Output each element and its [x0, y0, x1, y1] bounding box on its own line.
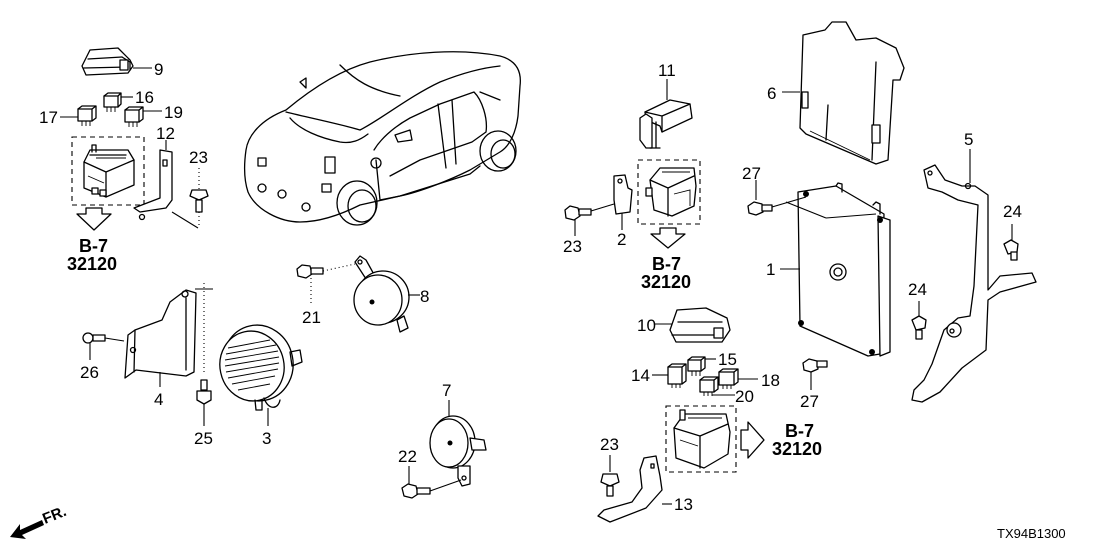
part-3-horn[interactable]	[213, 319, 303, 411]
part-25-bolt[interactable]	[196, 379, 212, 405]
reference-section-3[interactable]: B-7	[785, 421, 814, 441]
callout-23-bottom: 23	[600, 435, 619, 454]
part-10-control-unit[interactable]	[669, 307, 731, 343]
callout-27-lower: 27	[800, 392, 819, 411]
callout-13: 13	[674, 495, 693, 514]
relay-box-group-outline	[637, 159, 701, 225]
callout-10: 10	[637, 316, 656, 335]
relay-box-group-outline	[665, 405, 737, 473]
reference-group-3[interactable]: 32120	[772, 439, 822, 459]
part-17-relay[interactable]	[77, 105, 97, 126]
callout-6: 6	[767, 84, 776, 103]
callout-7: 7	[442, 381, 451, 400]
callout-12: 12	[156, 124, 175, 143]
relay-box[interactable]	[83, 144, 135, 198]
part-21-bolt[interactable]	[296, 264, 324, 279]
part-14-relay[interactable]	[667, 363, 687, 388]
part-13-bracket[interactable]	[597, 455, 663, 523]
part-23-bolt-bottom[interactable]	[600, 473, 620, 497]
vehicle-location-marker	[321, 183, 332, 193]
part-5-bracket[interactable]	[911, 164, 1037, 403]
callout-22: 22	[398, 447, 417, 466]
part-18-relay[interactable]	[718, 368, 739, 389]
reference-group-2[interactable]: 32120	[641, 272, 691, 292]
front-label: FR.	[40, 503, 69, 528]
callout-25: 25	[194, 429, 213, 448]
reference-section-2[interactable]: B-7	[652, 254, 681, 274]
part-23-bolt-middle[interactable]	[564, 205, 592, 221]
part-20-relay[interactable]	[699, 376, 719, 396]
callout-14: 14	[631, 366, 650, 385]
vehicle-outline	[244, 51, 521, 226]
part-23-bolt-left[interactable]	[189, 189, 209, 213]
callout-18: 18	[761, 371, 780, 390]
callout-2: 2	[617, 230, 626, 249]
reference-arrow-down-2	[650, 227, 686, 249]
callout-23-middle: 23	[563, 237, 582, 256]
callout-3: 3	[262, 429, 271, 448]
callout-11: 11	[658, 61, 676, 80]
part-12-bracket[interactable]	[133, 149, 173, 221]
vehicle-location-marker	[257, 157, 267, 167]
diagram-code: TX94B1300	[997, 526, 1066, 541]
reference-section-1[interactable]: B-7	[79, 236, 108, 256]
callout-24-right: 24	[1003, 202, 1022, 221]
part-2-bracket[interactable]	[613, 174, 633, 215]
reference-arrow-right-3	[740, 421, 765, 459]
part-15-relay[interactable]	[687, 356, 706, 376]
part-7-horn[interactable]	[429, 415, 487, 487]
callout-20: 20	[735, 387, 754, 406]
callout-1: 1	[766, 260, 775, 279]
reference-arrow-down-1	[76, 207, 112, 231]
callout-19: 19	[164, 103, 183, 122]
reference-group-1[interactable]: 32120	[67, 254, 117, 274]
callout-5: 5	[964, 130, 973, 149]
relay-box[interactable]	[645, 167, 697, 217]
part-8-horn[interactable]	[353, 255, 410, 333]
callout-24-left: 24	[908, 280, 927, 299]
callout-16: 16	[135, 88, 154, 107]
callout-8: 8	[420, 287, 429, 306]
vehicle-location-marker	[324, 156, 336, 174]
callout-21: 21	[302, 308, 321, 327]
relay-box-group-outline	[71, 136, 145, 206]
callout-9: 9	[154, 60, 163, 79]
part-16-relay[interactable]	[103, 92, 122, 112]
callout-23-left: 23	[189, 148, 208, 167]
part-6-ecu-cover[interactable]	[799, 21, 905, 165]
part-24-bolt-left[interactable]	[911, 315, 927, 340]
callout-4: 4	[154, 390, 163, 409]
part-24-bolt-right[interactable]	[1003, 239, 1019, 261]
part-27-bolt-lower[interactable]	[802, 358, 828, 373]
callout-27-upper: 27	[742, 164, 761, 183]
front-direction-indicator: FR.	[10, 503, 69, 539]
part-27-bolt-upper[interactable]	[747, 201, 773, 216]
part-26-bolt[interactable]	[82, 332, 106, 344]
part-1-ecu[interactable]	[797, 182, 891, 357]
part-22-bolt[interactable]	[401, 483, 431, 499]
part-9-control-unit[interactable]	[81, 47, 134, 76]
part-19-relay[interactable]	[124, 106, 144, 127]
part-4-bracket[interactable]	[124, 289, 197, 379]
callout-15: 15	[718, 350, 737, 369]
relay-box[interactable]	[673, 409, 731, 469]
callout-17: 17	[39, 108, 58, 127]
callout-26: 26	[80, 363, 99, 382]
part-11-cover[interactable]	[639, 99, 693, 149]
